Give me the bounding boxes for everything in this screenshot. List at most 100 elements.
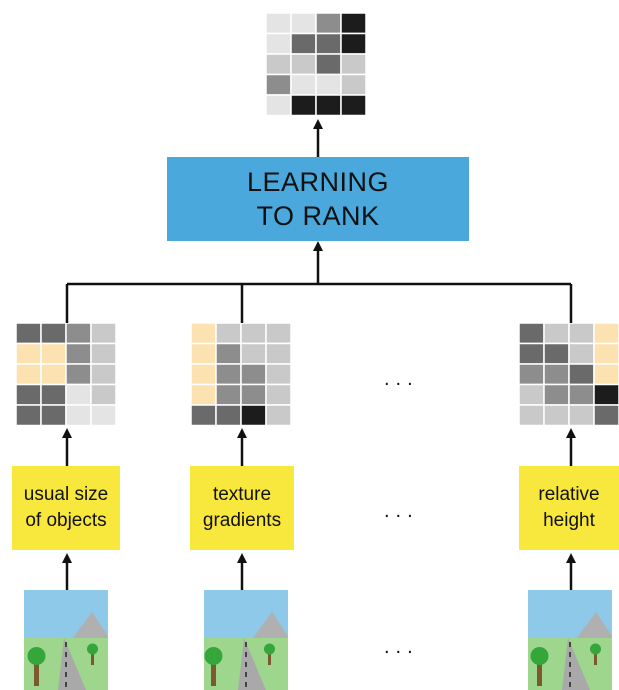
grid-cell bbox=[40, 383, 67, 406]
grid-cell bbox=[315, 32, 342, 55]
grid-cell bbox=[15, 322, 42, 345]
grid-cell bbox=[518, 383, 545, 406]
grid-cell bbox=[190, 363, 217, 386]
rank-label-line2: TO RANK bbox=[256, 201, 380, 231]
grid-cell bbox=[215, 322, 242, 345]
grid-cell bbox=[265, 383, 292, 406]
ellipsis-cues: ... bbox=[384, 500, 419, 522]
grid-cell bbox=[40, 322, 67, 345]
grid-cell bbox=[315, 94, 342, 117]
cue-label-line: texture bbox=[212, 484, 272, 505]
grid-cell bbox=[543, 342, 570, 365]
grid-cell bbox=[15, 363, 42, 386]
grid-cell bbox=[15, 383, 42, 406]
grid-cell bbox=[265, 73, 292, 96]
input-image-1 bbox=[24, 590, 108, 690]
grid-cell bbox=[593, 342, 619, 365]
grid-cell bbox=[518, 342, 545, 365]
grid-cell bbox=[240, 404, 267, 427]
grid-cell bbox=[340, 53, 367, 76]
grid-cell bbox=[65, 342, 92, 365]
grid-cell bbox=[593, 322, 619, 345]
grid-cell bbox=[568, 363, 595, 386]
grid-cell bbox=[265, 53, 292, 76]
grid-cell bbox=[290, 73, 317, 96]
learning-to-rank-label: LEARNING TO RANK bbox=[167, 157, 469, 241]
grid-cell bbox=[265, 322, 292, 345]
grid-cell bbox=[315, 12, 342, 35]
grid-cell bbox=[215, 383, 242, 406]
grid-cell bbox=[290, 32, 317, 55]
grid-cell bbox=[65, 322, 92, 345]
ellipsis-images: ... bbox=[384, 636, 419, 658]
cue-map-grid-texture-gradients bbox=[190, 322, 292, 427]
cue-label-line: relative bbox=[538, 484, 600, 505]
grid-cell bbox=[90, 342, 117, 365]
cue-label-usual-size: usual size of objects bbox=[12, 466, 120, 550]
grid-cell bbox=[90, 363, 117, 386]
grid-cell bbox=[215, 363, 242, 386]
cue-map-grid-relative-height bbox=[518, 322, 619, 427]
grid-cell bbox=[593, 363, 619, 386]
input-image-3 bbox=[528, 590, 612, 690]
grid-cell bbox=[190, 342, 217, 365]
grid-cell bbox=[90, 404, 117, 427]
grid-cell bbox=[568, 322, 595, 345]
cue-label-relative-height: relative height bbox=[519, 466, 619, 550]
grid-cell bbox=[518, 404, 545, 427]
grid-cell bbox=[215, 404, 242, 427]
connectors bbox=[62, 119, 576, 590]
grid-cell bbox=[593, 404, 619, 427]
cue-label-texture-gradients: texture gradients bbox=[190, 466, 294, 550]
grid-cell bbox=[15, 342, 42, 365]
grid-cell bbox=[518, 363, 545, 386]
grid-cell bbox=[265, 94, 292, 117]
grid-cell bbox=[265, 32, 292, 55]
cue-box-usual-size bbox=[12, 466, 120, 550]
grid-cell bbox=[90, 322, 117, 345]
grid-cell bbox=[290, 12, 317, 35]
grid-cell bbox=[543, 383, 570, 406]
grid-cell bbox=[240, 383, 267, 406]
grid-cell bbox=[240, 322, 267, 345]
grid-cell bbox=[65, 383, 92, 406]
grid-cell bbox=[265, 363, 292, 386]
grid-cell bbox=[240, 342, 267, 365]
grid-cell bbox=[190, 404, 217, 427]
grid-cell bbox=[568, 404, 595, 427]
grid-cell bbox=[593, 383, 619, 406]
grid-cell bbox=[215, 342, 242, 365]
grid-cell bbox=[568, 342, 595, 365]
grid-cell bbox=[568, 383, 595, 406]
grid-cell bbox=[190, 383, 217, 406]
cue-label-line: of objects bbox=[25, 510, 107, 531]
grid-cell bbox=[290, 94, 317, 117]
cue-label-line: usual size bbox=[23, 484, 109, 505]
input-image-2 bbox=[204, 590, 288, 690]
grid-cell bbox=[265, 342, 292, 365]
grid-cell bbox=[340, 73, 367, 96]
cue-label-line: gradients bbox=[202, 510, 282, 531]
grid-cell bbox=[190, 322, 217, 345]
grid-cell bbox=[90, 383, 117, 406]
grid-cell bbox=[240, 363, 267, 386]
grid-cell bbox=[265, 404, 292, 427]
grid-cell bbox=[65, 404, 92, 427]
grid-cell bbox=[40, 404, 67, 427]
grid-cell bbox=[315, 53, 342, 76]
grid-cell bbox=[40, 363, 67, 386]
grid-cell bbox=[40, 342, 67, 365]
grid-cell bbox=[65, 363, 92, 386]
grid-cell bbox=[315, 73, 342, 96]
cue-map-grid-usual-size bbox=[15, 322, 117, 427]
grid-cell bbox=[340, 12, 367, 35]
grid-cell bbox=[290, 53, 317, 76]
grid-cell bbox=[543, 322, 570, 345]
grid-cell bbox=[518, 322, 545, 345]
rank-label-line1: LEARNING bbox=[246, 167, 390, 197]
cue-box-texture-gradients bbox=[190, 466, 294, 550]
output-depth-grid bbox=[265, 12, 367, 117]
learning-to-rank-box bbox=[167, 157, 469, 241]
grid-cell bbox=[543, 404, 570, 427]
